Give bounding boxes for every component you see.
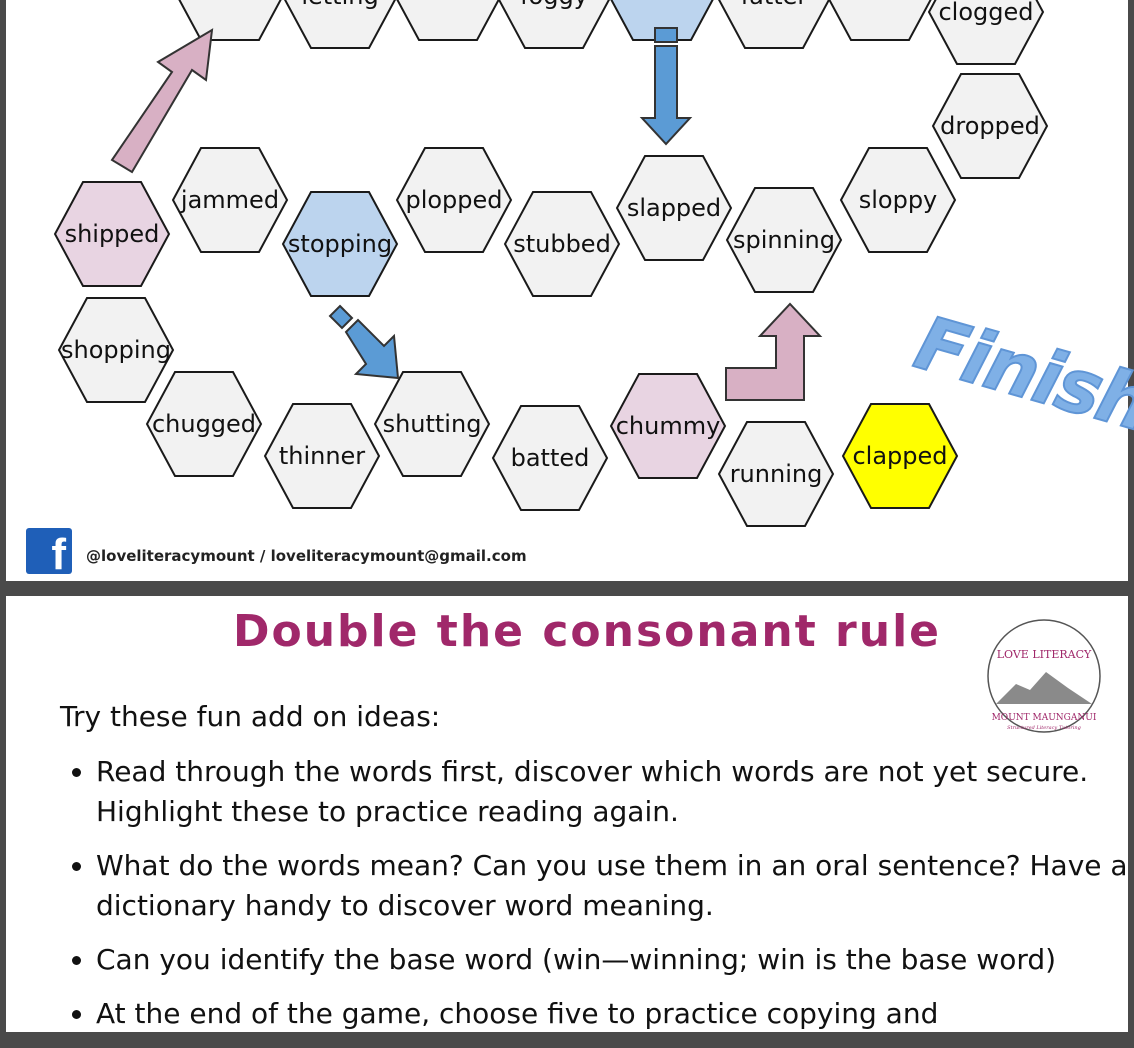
word-hex: spinning — [725, 187, 843, 293]
word-hex: slapped — [615, 155, 733, 261]
arrow-up-right-icon — [110, 28, 214, 174]
word-label: shutting — [382, 410, 482, 438]
word-label: letting — [282, 0, 398, 49]
word-label: clogged — [938, 0, 1034, 26]
svg-text:Structured Literacy Tutoring: Structured Literacy Tutoring — [1007, 725, 1081, 731]
word-hex: running — [717, 421, 835, 527]
word-label: chummy — [615, 412, 721, 440]
word-hex: fatter — [716, 0, 832, 49]
blank-hex — [604, 0, 720, 41]
word-hex: plopped — [395, 147, 513, 253]
page-title: Double the consonant rule — [232, 606, 942, 657]
word-label: dropped — [940, 112, 1040, 140]
tip-item: Read through the words first, discover w… — [96, 752, 1134, 832]
word-hex: dropped — [931, 73, 1049, 179]
word-hex: thinner — [263, 403, 381, 509]
word-label: shipped — [64, 220, 160, 248]
word-label: spinning — [733, 226, 835, 254]
svg-text:LOVE LITERACY: LOVE LITERACY — [997, 648, 1092, 661]
arrow-down-right-icon — [328, 304, 400, 380]
arrow-down-icon — [639, 27, 693, 146]
word-hex: stopping — [281, 191, 399, 297]
tip-item: At the end of the game, choose five to p… — [96, 994, 1134, 1034]
tips-list: Read through the words first, discover w… — [56, 752, 1134, 1048]
word-hex: shopping — [57, 297, 175, 403]
intro-text: Try these fun add on ideas: — [60, 700, 441, 733]
blank-hex — [822, 0, 938, 41]
word-hex: clogged — [927, 0, 1045, 65]
word-hex: stubbed — [503, 191, 621, 297]
facebook-icon[interactable]: f — [26, 528, 72, 574]
blank-hex — [172, 0, 288, 41]
word-label: stopping — [287, 230, 393, 258]
word-hex: shutting — [373, 371, 491, 477]
word-label: foggy — [496, 0, 612, 49]
word-label: jammed — [180, 186, 280, 214]
word-hex: batted — [491, 405, 609, 511]
tip-item: Can you identify the base word (win—winn… — [96, 940, 1134, 980]
word-label: thinner — [278, 442, 366, 470]
word-hex: shipped — [53, 181, 171, 287]
word-label: running — [729, 460, 823, 488]
contact-text: @loveliteracymount / loveliteracymount@g… — [86, 547, 527, 565]
arrow-turn-up-icon — [725, 302, 823, 401]
word-hex: sloppy — [839, 147, 957, 253]
word-hex: jammed — [171, 147, 289, 253]
word-hex: letting — [282, 0, 398, 49]
instructions-page — [6, 596, 1128, 1032]
word-label: plopped — [405, 186, 503, 214]
word-label: stubbed — [513, 230, 611, 258]
tip-item: What do the words mean? Can you use them… — [96, 846, 1134, 926]
love-literacy-logo: LOVE LITERACY MOUNT MAUNGANUI Structured… — [987, 619, 1101, 733]
word-label: batted — [510, 444, 590, 472]
word-label: chugged — [151, 410, 257, 438]
word-label: shopping — [61, 336, 171, 364]
svg-text:MOUNT MAUNGANUI: MOUNT MAUNGANUI — [992, 713, 1097, 723]
arrow-layer — [110, 27, 823, 401]
word-label: clapped — [852, 442, 948, 470]
word-label: fatter — [716, 0, 832, 49]
word-label: sloppy — [858, 186, 938, 214]
word-hex: chummy — [609, 373, 727, 479]
word-hex: chugged — [145, 371, 263, 477]
blank-hex — [390, 0, 506, 41]
word-hex: clapped — [841, 403, 959, 509]
word-label: slapped — [626, 194, 722, 222]
word-hex: foggy — [496, 0, 612, 49]
